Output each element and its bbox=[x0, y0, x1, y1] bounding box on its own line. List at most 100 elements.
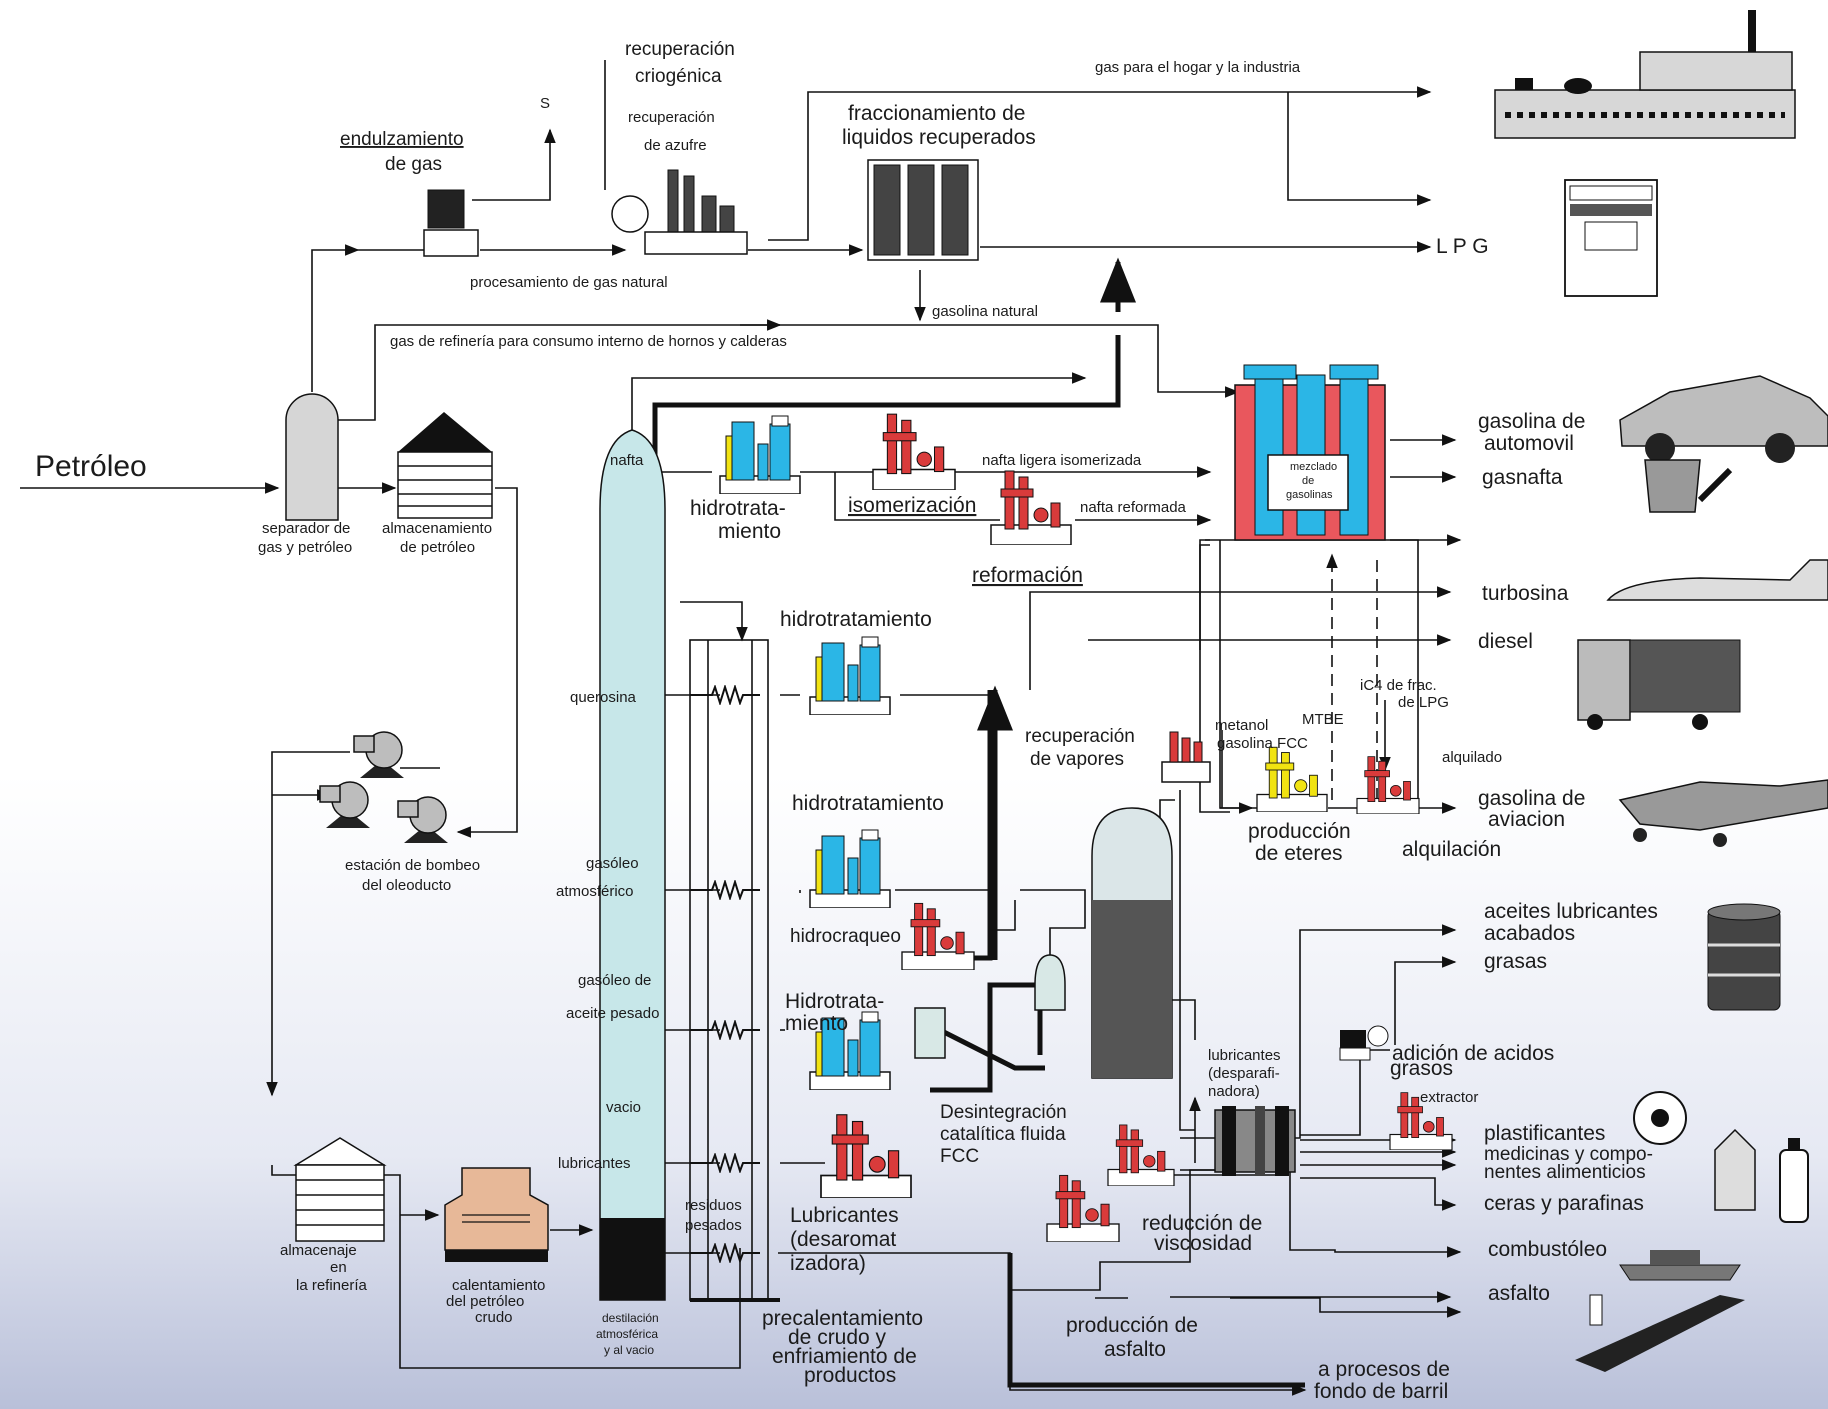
plasticizers-label: plastificantes bbox=[1484, 1122, 1605, 1145]
visbreaking-label-2: viscosidad bbox=[1154, 1232, 1252, 1255]
medicines-label-2: nentes alimenticios bbox=[1484, 1162, 1646, 1183]
home-gas-label: gas para el hogar y la industria bbox=[1095, 59, 1301, 76]
fcc-units bbox=[914, 807, 1173, 1079]
ship-icon bbox=[1619, 1250, 1741, 1281]
medicines-label-1: medicinas y compo- bbox=[1484, 1144, 1653, 1165]
stove-icon bbox=[1564, 179, 1658, 297]
waxes-label: ceras y parafinas bbox=[1484, 1192, 1644, 1215]
kerosene-label: querosina bbox=[570, 689, 637, 706]
vapor-recovery-unit bbox=[1161, 731, 1211, 783]
storage-label-1: almacenamiento bbox=[382, 520, 492, 537]
cryo-label-2: criogénica bbox=[635, 66, 722, 87]
dewaxing-label-1: lubricantes bbox=[1208, 1047, 1281, 1064]
vapor-recovery-label-2: de vapores bbox=[1030, 749, 1124, 770]
refinery-gas-label: gas de refinería para consumo interno de… bbox=[390, 333, 787, 350]
atm-gasoil-label-2: atmosférico bbox=[556, 883, 634, 900]
diesel-label: diesel bbox=[1478, 630, 1533, 653]
jet-fuel-label: turbosina bbox=[1482, 582, 1569, 605]
aviation-gasoline-label-1: gasolina de bbox=[1478, 787, 1585, 810]
asphalt-prod-label-1: producción de bbox=[1066, 1314, 1198, 1337]
equipment bbox=[285, 159, 1453, 1302]
gasnafta-label: gasnafta bbox=[1482, 466, 1563, 489]
hydrocracking-label: hidrocraqueo bbox=[790, 926, 901, 947]
preheat-label-4: productos bbox=[804, 1364, 896, 1387]
reformed-naphtha-label: nafta reformada bbox=[1080, 499, 1187, 516]
heater-label-1: calentamiento bbox=[452, 1277, 545, 1294]
heat-exchanger-rack bbox=[689, 639, 780, 1302]
separator-label-2: gas y petróleo bbox=[258, 539, 352, 556]
road-icon bbox=[1575, 1294, 1745, 1372]
factory-icon bbox=[1494, 10, 1796, 139]
oil-drum-icon bbox=[1707, 903, 1781, 1011]
sulfur-recovery-unit bbox=[611, 169, 748, 255]
distillation-label-3: y al vacio bbox=[604, 1343, 654, 1357]
blending-label-3: gasolinas bbox=[1286, 489, 1333, 501]
ethers-label-1: producción bbox=[1248, 820, 1351, 843]
sulfur-output-label: S bbox=[540, 95, 550, 112]
heavy-gasoil-label-1: gasóleo de bbox=[578, 972, 651, 989]
fcc-label-3: FCC bbox=[940, 1146, 979, 1167]
piping bbox=[20, 60, 1462, 1396]
paint-bucket-icon bbox=[1644, 459, 1733, 513]
lubricants-cut-label: lubricantes bbox=[558, 1155, 631, 1172]
residue-label-2: pesados bbox=[685, 1217, 742, 1234]
hydrotreat3-label-1: Hidrotrata- bbox=[785, 990, 884, 1013]
methanol-label: metanol bbox=[1215, 717, 1268, 734]
hydrotreating-label-2: hidrotratamiento bbox=[792, 792, 944, 815]
vapor-recovery-label-1: recuperación bbox=[1025, 726, 1135, 747]
naphtha-label: nafta bbox=[610, 452, 644, 469]
light-naphtha-label: nafta ligera isomerizada bbox=[982, 452, 1142, 469]
distillation-column bbox=[599, 429, 666, 1301]
pump-2 bbox=[319, 781, 371, 829]
fuel-oil-label: combustóleo bbox=[1488, 1238, 1607, 1261]
asphalt-label: asfalto bbox=[1488, 1282, 1550, 1305]
fractionation-unit bbox=[867, 159, 979, 261]
small-plane-icon bbox=[1618, 779, 1828, 847]
alkylate-label: alquilado bbox=[1442, 749, 1502, 766]
airplane-icon bbox=[1606, 559, 1828, 601]
bottoms-label-1: a procesos de bbox=[1318, 1358, 1450, 1381]
refinery-storage-label-1: almacenaje bbox=[280, 1242, 357, 1259]
fcc-label-2: catalítica fluida bbox=[940, 1124, 1066, 1145]
preheat-label-1: precalentamiento bbox=[762, 1307, 923, 1330]
pump-3 bbox=[397, 796, 449, 844]
lube-oils-label-2: acabados bbox=[1484, 922, 1575, 945]
lpg-label: L P G bbox=[1436, 235, 1489, 258]
greases-label: grasas bbox=[1484, 950, 1547, 973]
atm-gasoil-label-1: gasóleo bbox=[586, 855, 639, 872]
storage-label-2: de petróleo bbox=[400, 539, 475, 556]
milk-carton-icon bbox=[1714, 1128, 1809, 1223]
auto-gasoline-label-1: gasolina de bbox=[1478, 410, 1585, 433]
pump-1 bbox=[353, 731, 405, 779]
fatty-acids-label-2: grasos bbox=[1390, 1057, 1453, 1080]
fcc-label-1: Desintegración bbox=[940, 1102, 1067, 1123]
distillation-label-2: atmosférica bbox=[596, 1327, 658, 1341]
bottoms-label-2: fondo de barril bbox=[1314, 1380, 1448, 1403]
sweetening-label-1: endulzamiento bbox=[340, 129, 464, 150]
gas-processing-label: procesamiento de gas natural bbox=[470, 274, 668, 291]
crude-oil-label: Petróleo bbox=[35, 450, 147, 483]
extractor-label: extractor bbox=[1420, 1089, 1478, 1106]
dewaxing-unit bbox=[1214, 1025, 1389, 1176]
soccer-ball-icon bbox=[1633, 1091, 1687, 1145]
sulfur-label-2: de azufre bbox=[644, 137, 707, 154]
ic4-label-1: iC4 de frac. bbox=[1360, 677, 1437, 694]
preheat-label-3: enfriamiento de bbox=[772, 1345, 917, 1368]
crude-heater bbox=[444, 1167, 549, 1262]
crude-storage-tank bbox=[397, 412, 493, 519]
heavy-gasoil-label-2: aceite pesado bbox=[566, 1005, 659, 1022]
separator-label-1: separador de bbox=[262, 520, 350, 537]
blending-label-2: de bbox=[1302, 475, 1314, 487]
pump-station-label-2: del oleoducto bbox=[362, 877, 451, 894]
mtbe-label: MTBE bbox=[1302, 711, 1344, 728]
labels: Petróleo recuperación criogénica recuper… bbox=[35, 39, 1658, 1403]
ic4-label-2: de LPG bbox=[1398, 694, 1449, 711]
gas-sweetening-unit bbox=[423, 189, 479, 257]
visbreaking-label-1: reducción de bbox=[1142, 1212, 1262, 1235]
asphalt-prod-label-2: asfalto bbox=[1104, 1338, 1166, 1361]
alkylation-label: alquilación bbox=[1402, 838, 1501, 861]
fractionation-label-2: liquidos recuperados bbox=[842, 126, 1036, 149]
distillation-label-1: destilación bbox=[602, 1311, 659, 1325]
